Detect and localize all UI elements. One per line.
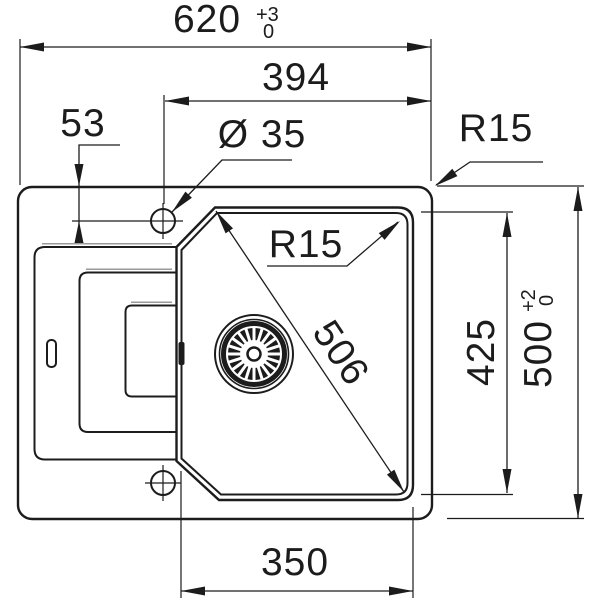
dim-tap-diameter-label: Ø 35: [218, 113, 307, 156]
dim-overall-depth-tol-minus: 0: [536, 295, 558, 306]
dim-tap-offset: 53: [60, 102, 120, 243]
dim-overall-width: 620 +3 0: [19, 0, 432, 185]
dim-overall-width-tol-minus: 0: [263, 21, 274, 43]
sink-body: [16, 185, 434, 521]
drainboard-step-inner: [124, 304, 176, 398]
drainboard-step-middle: [78, 271, 176, 433]
dim-tap-to-right-label: 394: [262, 56, 330, 99]
bottom-hole: [145, 465, 181, 501]
dim-overall-depth-tol-plus: +2: [518, 289, 540, 312]
dim-overall-depth-label: 500: [517, 320, 560, 388]
dim-outer-radius-label: R15: [459, 107, 534, 150]
dim-overall-width-label: 620: [173, 0, 241, 41]
dim-bowl-length-label: 425: [460, 318, 503, 386]
dim-bowl-radius: R15: [267, 221, 400, 267]
dim-tap-offset-label: 53: [60, 102, 105, 145]
dim-outer-radius: R15: [435, 107, 543, 186]
drainboard-groove-slot: [46, 339, 57, 368]
dim-overall-depth: 500 +2 0: [437, 185, 584, 520]
bowl-outer-edge: [175, 206, 415, 502]
drainboard-edge: [33, 246, 176, 461]
drainboard-shadow-lines: [42, 243, 172, 304]
dim-bowl-length: 425: [421, 211, 513, 496]
dim-overall-width-tol-plus: +3: [256, 4, 279, 26]
sink-outer-edge: [16, 185, 434, 521]
dim-bowl-diagonal-label: 506: [304, 313, 378, 393]
dim-bowl-width: 350: [180, 471, 414, 598]
bowl-inner-edge: [180, 212, 409, 496]
dim-bowl-radius-label: R15: [269, 223, 344, 266]
overflow-tab: [178, 342, 185, 365]
tap-hole: [72, 203, 183, 239]
drain-strainer: [214, 314, 294, 394]
dim-bowl-width-label: 350: [261, 541, 329, 584]
dim-tap-to-right: 394: [163, 56, 431, 204]
dim-tap-diameter: Ø 35: [171, 113, 307, 213]
